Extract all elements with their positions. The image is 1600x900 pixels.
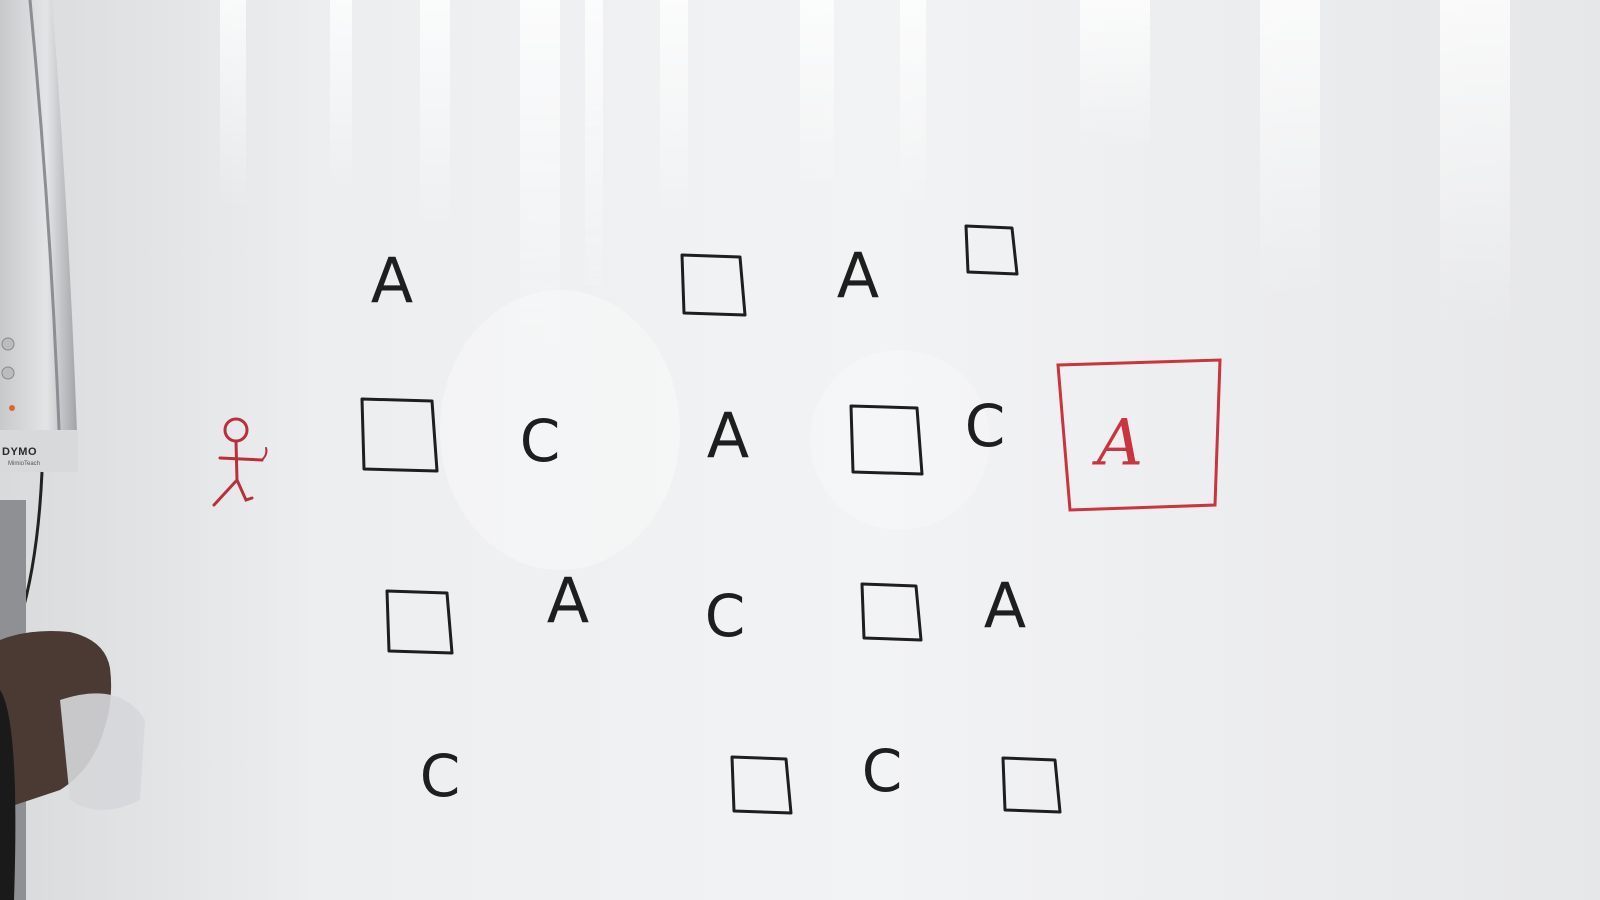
square-symbol — [860, 582, 923, 642]
device-button-icon — [1, 337, 15, 351]
square-symbol — [1001, 756, 1062, 814]
square-symbol — [385, 589, 454, 655]
letter-a-symbol: A — [837, 239, 879, 312]
device-brand-label: DYMO — [2, 446, 37, 458]
square-symbol — [849, 404, 924, 476]
light-reflections — [220, 0, 1510, 360]
letter-c-symbol: C — [862, 737, 903, 805]
goal-cell-outline — [1056, 358, 1222, 512]
letter-a-symbol: A — [707, 399, 749, 472]
letter-c-symbol: C — [965, 392, 1006, 460]
device-button-icon — [1, 366, 15, 380]
letter-a-symbol: A — [371, 244, 413, 317]
letter-a-symbol: A — [547, 564, 589, 637]
goal-letter-symbol: A — [1092, 407, 1143, 481]
square-symbol — [680, 253, 747, 317]
glare-spot — [440, 290, 680, 570]
square-symbol — [730, 755, 793, 815]
letter-c-symbol: C — [520, 407, 561, 475]
square-symbol — [360, 397, 439, 473]
letter-c-symbol: C — [705, 582, 746, 650]
grid-symbols: A A C A C A C A C C — [360, 224, 1062, 815]
letter-a-symbol: A — [984, 569, 1026, 642]
letter-c-symbol: C — [420, 742, 461, 810]
square-symbol — [964, 224, 1019, 276]
device-model-label: MimioTeach — [8, 461, 41, 467]
hand — [0, 631, 145, 900]
stick-figure-icon — [212, 417, 268, 507]
